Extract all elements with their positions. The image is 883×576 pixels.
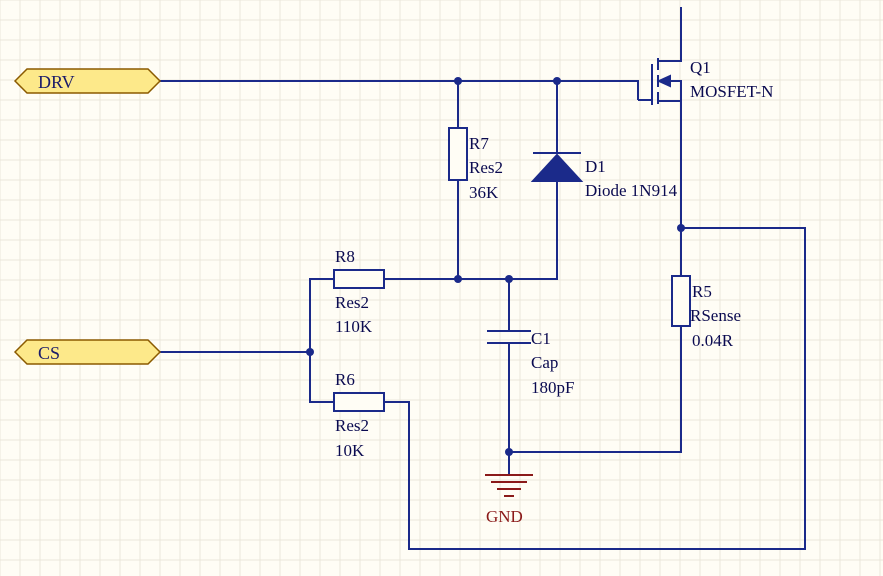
r8-body xyxy=(333,269,385,289)
gnd-label: GND xyxy=(486,507,523,526)
resistor-r8[interactable]: R8 Res2 110K xyxy=(333,247,385,336)
r5-designator: R5 xyxy=(692,282,712,301)
port-drv-shape xyxy=(13,68,162,94)
c1-value: 180pF xyxy=(531,378,574,397)
q1-value: MOSFET-N xyxy=(690,82,773,101)
ground-symbol: GND xyxy=(485,474,533,526)
port-cs-shape xyxy=(13,339,162,365)
junction xyxy=(454,77,462,85)
q1-designator: Q1 xyxy=(690,58,711,77)
diode-d1[interactable]: D1 Diode 1N914 xyxy=(530,152,678,200)
junction xyxy=(505,275,513,283)
port-cs-label: CS xyxy=(38,343,60,363)
q1-arrow xyxy=(656,74,671,88)
wires xyxy=(159,7,806,550)
d1-triangle xyxy=(530,153,584,182)
r8-value: 110K xyxy=(335,317,373,336)
wire-sense-loop xyxy=(384,227,806,550)
mosfet-q1[interactable]: Q1 MOSFET-N xyxy=(637,58,773,105)
r7-value: 36K xyxy=(469,183,499,202)
junctions xyxy=(306,77,685,456)
r6-type: Res2 xyxy=(335,416,369,435)
c1-designator: C1 xyxy=(531,329,551,348)
r7-body xyxy=(448,127,468,181)
junction xyxy=(677,224,685,232)
r5-type: RSense xyxy=(690,306,741,325)
wire-d1-bottom xyxy=(382,180,558,280)
capacitor-c1[interactable]: C1 Cap 180pF xyxy=(487,329,574,397)
wire-ground-return xyxy=(508,325,682,453)
port-drv[interactable]: DRV xyxy=(13,68,162,94)
resistor-r7[interactable]: R7 Res2 36K xyxy=(448,127,503,202)
r7-designator: R7 xyxy=(469,134,489,153)
d1-designator: D1 xyxy=(585,157,606,176)
r6-designator: R6 xyxy=(335,370,355,389)
r5-value: 0.04R xyxy=(692,331,734,350)
r7-type: Res2 xyxy=(469,158,503,177)
junction xyxy=(306,348,314,356)
r5-body xyxy=(671,275,691,327)
junction xyxy=(454,275,462,283)
port-cs[interactable]: CS xyxy=(13,339,162,365)
junction xyxy=(505,448,513,456)
port-drv-label: DRV xyxy=(38,72,75,92)
resistor-r6[interactable]: R6 Res2 10K xyxy=(333,370,385,460)
r6-value: 10K xyxy=(335,441,365,460)
c1-type: Cap xyxy=(531,353,558,372)
wire-cs-split xyxy=(309,278,335,403)
r6-body xyxy=(333,392,385,412)
junction xyxy=(553,77,561,85)
d1-value: Diode 1N914 xyxy=(585,181,678,200)
r8-designator: R8 xyxy=(335,247,355,266)
r8-type: Res2 xyxy=(335,293,369,312)
resistor-r5[interactable]: R5 RSense 0.04R xyxy=(671,275,741,350)
